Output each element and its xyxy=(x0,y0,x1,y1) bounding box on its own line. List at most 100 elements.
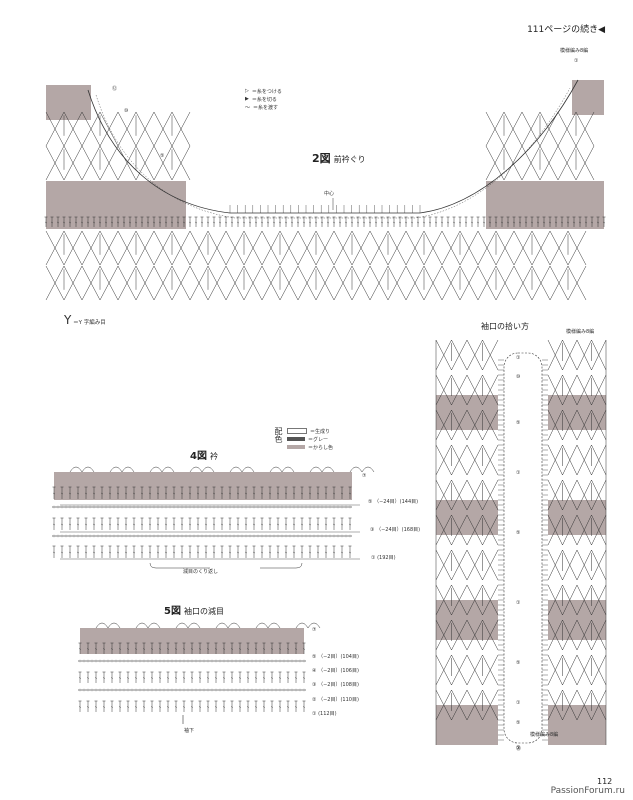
fig5-chain-b xyxy=(86,688,90,692)
fig2-stitch-row xyxy=(98,221,102,224)
fig2-diamond-middle xyxy=(369,230,407,266)
fig4-chain-b xyxy=(260,534,264,538)
sleeve-diamond-right xyxy=(547,514,578,546)
fig2-stitch-row xyxy=(284,221,288,224)
fig5-row-1 xyxy=(294,706,298,708)
fig2-stitch-row xyxy=(164,221,168,224)
fig4-chain-b xyxy=(296,534,300,538)
sleeve-diamond-left xyxy=(435,514,468,546)
fig4-chain-b xyxy=(72,534,76,538)
fig2-diamond-middle xyxy=(441,230,479,266)
fig4-row-1 xyxy=(284,551,288,554)
fig4-picot xyxy=(309,466,335,473)
fig4-chain-a xyxy=(180,505,184,509)
fig2-stitch-row xyxy=(194,221,198,224)
fig4-chain-b xyxy=(156,534,160,538)
fig5-chain-b xyxy=(214,688,218,692)
fig2-stitch-row xyxy=(74,221,78,224)
fig4-row-7 xyxy=(292,492,296,495)
fig5-chain-b xyxy=(90,688,94,692)
fig2-diamond-bottom xyxy=(225,265,263,301)
fig2-diamond-right-upper xyxy=(521,111,559,147)
fig4-row-7 xyxy=(324,492,328,495)
fig4-picot xyxy=(149,466,175,473)
sleeve-diamond-right xyxy=(576,444,607,476)
fig2-diamond-middle xyxy=(513,230,551,266)
fig4-chain-b xyxy=(152,534,156,538)
sleeve-row-number: ① xyxy=(516,355,521,361)
fig5-row-7 xyxy=(254,648,258,650)
sleeve-diamond-left xyxy=(466,374,499,406)
fig4-row-1 xyxy=(84,551,88,554)
fig2-diamond-middle xyxy=(81,230,119,266)
fig4-row-1 xyxy=(100,551,104,554)
sleeve-diamond-left xyxy=(435,584,468,616)
fig5-row-1 xyxy=(110,706,114,708)
fig4-row-1 xyxy=(132,551,136,554)
fig2-diamond-bottom xyxy=(261,265,299,301)
fig4-chain-b xyxy=(256,534,260,538)
fig5-row-1 xyxy=(126,706,130,708)
fig4-row-1 xyxy=(332,551,336,554)
fig4-chain-a xyxy=(60,505,64,509)
fig2-diamond-middle xyxy=(153,230,191,266)
fig5-chain-b xyxy=(178,688,182,692)
fig4-row-1 xyxy=(244,551,248,554)
fig5-row-3 xyxy=(286,677,290,679)
fig5-row-3 xyxy=(302,677,306,679)
fig4-chain-b xyxy=(300,534,304,538)
fig5-chain-b xyxy=(154,688,158,692)
fig4-row-7 xyxy=(140,492,144,495)
fig4-picot xyxy=(349,466,375,473)
fig4-chain-b xyxy=(348,534,352,538)
fig2-diamond-middle xyxy=(153,230,191,266)
fig2-stitch-row xyxy=(236,221,240,224)
fig4-chain-b xyxy=(216,534,220,538)
fig2-diamond-right-upper xyxy=(521,111,559,147)
sleeve-diamond-right xyxy=(576,374,607,406)
fig4-chain-b xyxy=(332,534,336,538)
fig5-row-3 xyxy=(86,677,90,679)
fig5-row-1 xyxy=(142,706,146,708)
fig4-chain-a xyxy=(200,505,204,509)
fig5-row-7 xyxy=(110,648,114,650)
fig4-picot xyxy=(109,466,135,473)
fig5-chain-a xyxy=(258,659,262,663)
fig2-diamond-right xyxy=(485,145,523,181)
fig4-chain-b xyxy=(176,534,180,538)
fig5-row-3 xyxy=(206,677,210,679)
fig5-row-7 xyxy=(302,648,306,650)
fig4-row-7 xyxy=(316,492,320,495)
fig5-chain-a xyxy=(114,659,118,663)
sleeve-diamond-right xyxy=(547,339,578,371)
fig2-diamond-middle xyxy=(405,230,443,266)
fig4-row-1 xyxy=(140,551,144,554)
fig5-row-7 xyxy=(214,648,218,650)
fig4-row-1 xyxy=(316,551,320,554)
fig4-chain-b xyxy=(120,534,124,538)
fig5-row-7 xyxy=(174,648,178,650)
fig4-title: 4図 衿 xyxy=(190,451,218,462)
fig4-chain-a xyxy=(124,505,128,509)
fig5-row-1 xyxy=(230,706,234,708)
fig5-chain-b xyxy=(138,688,142,692)
sleeve-diamond-right xyxy=(547,374,578,406)
sleeve-shade-right xyxy=(548,395,606,430)
fig5-row-7 xyxy=(198,648,202,650)
fig2-diamond-middle xyxy=(261,230,299,266)
sleeve-row-number: ⑳ xyxy=(516,746,522,752)
fig2-diamond-middle xyxy=(81,230,119,266)
sleeve-diamond-right xyxy=(547,584,578,616)
fig4-chain-a xyxy=(156,505,160,509)
fig5-row-7 xyxy=(190,648,194,650)
fig2-diamond-middle xyxy=(333,230,371,266)
fig4-row-5 xyxy=(196,523,200,526)
fig5-bottom-label: 袖下 xyxy=(184,728,195,734)
fig2-stitch-row xyxy=(278,221,282,224)
sleeve-diamond-right xyxy=(576,689,607,721)
fig4-chain-b xyxy=(52,534,56,538)
fig5-chain-b xyxy=(110,688,114,692)
fig4-row-5 xyxy=(276,523,280,526)
fig5-row-7 xyxy=(166,648,170,650)
fig5-chain-b xyxy=(254,688,258,692)
